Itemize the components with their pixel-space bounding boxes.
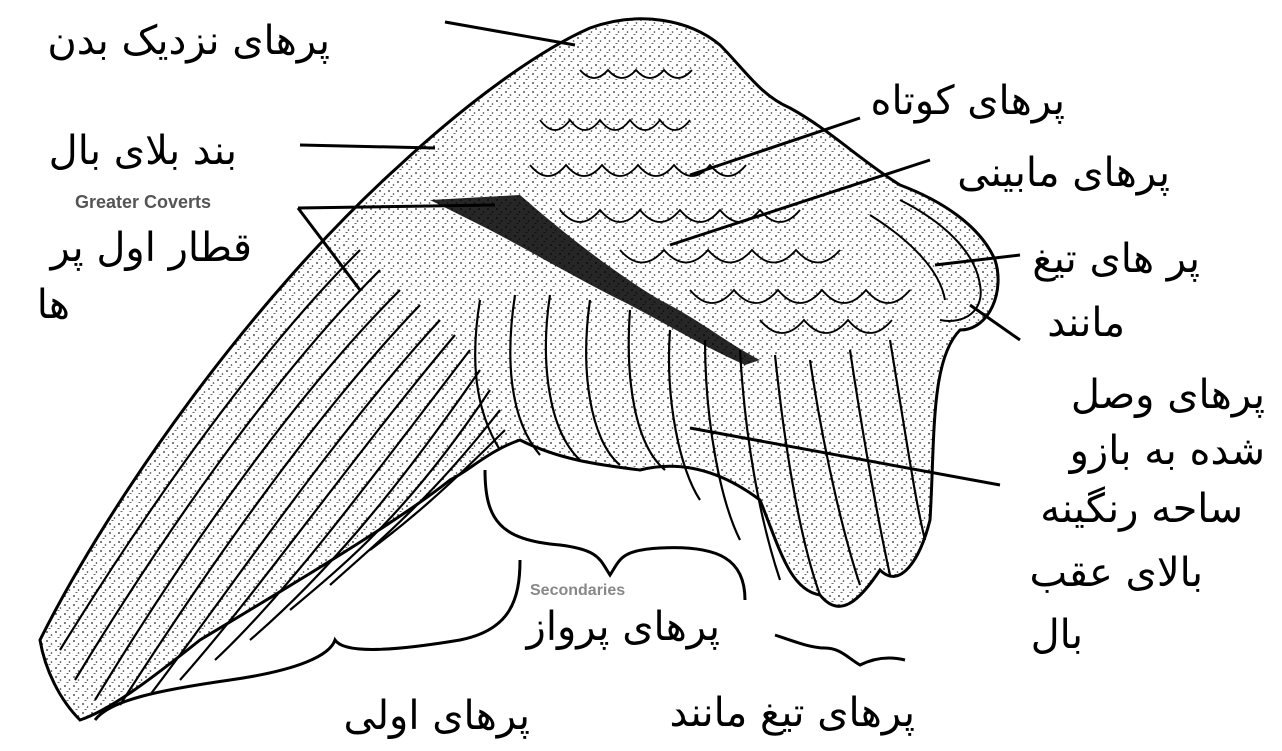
label-blade-bottom: پرهای تیغ مانند bbox=[640, 690, 915, 736]
label-joined-2: شده به بازو bbox=[1040, 428, 1265, 474]
label-first-row-2: ها bbox=[10, 282, 70, 328]
label-primaries: پرهای اولی bbox=[315, 693, 530, 739]
brace-blade-bottom bbox=[775, 635, 905, 665]
label-colored-3: بال bbox=[1008, 612, 1083, 658]
label-first-row: قطار اول پر bbox=[22, 225, 252, 271]
label-upper-band: بند بلای بال bbox=[12, 128, 237, 174]
greater-coverts-text: Greater Coverts bbox=[75, 192, 211, 212]
label-colored-2: بالای عقب bbox=[1008, 550, 1203, 596]
label-middle: پرهای مابینی bbox=[930, 150, 1170, 196]
label-blade-2: مانند bbox=[1010, 300, 1125, 346]
label-near-body: پرهای نزدیک بدن bbox=[30, 18, 330, 64]
label-joined-1: پرهای وصل bbox=[1040, 372, 1265, 418]
brace-flight bbox=[485, 470, 745, 600]
label-colored-1: ساحه رنگینه bbox=[1008, 486, 1243, 532]
label-short: پرهای کوتاه bbox=[850, 78, 1065, 124]
leader-near-body bbox=[445, 22, 575, 45]
label-flight: پرهای پرواز bbox=[490, 604, 720, 650]
label-blade-1: پر های تیغ bbox=[1010, 236, 1200, 282]
secondaries-text: Secondaries bbox=[530, 582, 625, 599]
leader-upper-band bbox=[300, 145, 435, 148]
